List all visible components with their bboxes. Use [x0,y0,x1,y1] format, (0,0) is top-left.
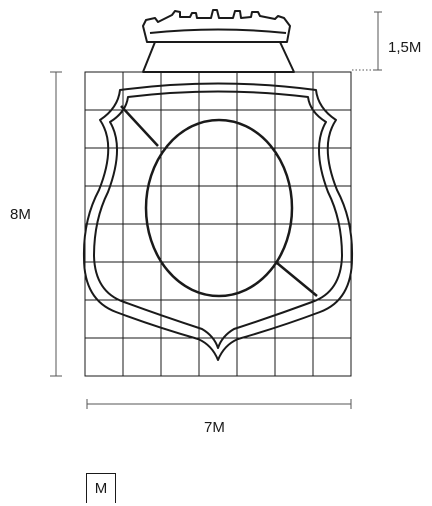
construction-grid [84,71,352,377]
shield [82,82,354,361]
crown-height-dimension [352,11,382,71]
shield-inner-outline [93,90,343,349]
medallion [120,105,318,298]
height-label: 8M [10,206,31,223]
diagonal-lower-right [276,262,318,297]
crown-battlements [142,9,291,43]
height-dimension [50,71,62,377]
width-dimension [86,399,352,409]
crown-base [142,41,295,73]
shield-outer-outline [82,82,354,361]
mural-crown [142,9,295,73]
crown-band [149,28,287,34]
module-key-label: M [94,480,108,497]
diagonal-upper-left [120,105,159,147]
module-key-box: M [86,473,116,503]
crown-height-label: 1,5M [388,39,421,56]
center-oval [144,118,294,298]
width-label: 7M [204,419,225,436]
